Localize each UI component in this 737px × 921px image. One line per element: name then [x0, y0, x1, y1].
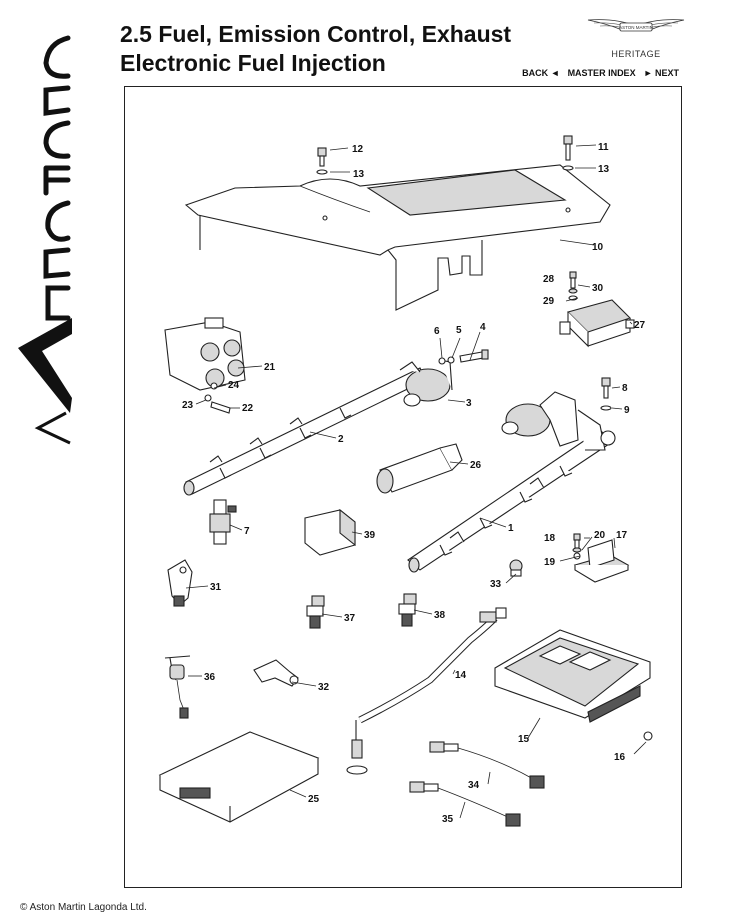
title-line-1: 2.5 Fuel, Emission Control, Exhaust [120, 21, 512, 47]
callout-13a: 13 [353, 169, 365, 180]
callout-3: 3 [466, 398, 472, 409]
callout-37: 37 [344, 613, 356, 624]
copyright-footer: © Aston Martin Lagonda Ltd. [20, 902, 147, 913]
washer-6 [438, 357, 446, 365]
callout-25: 25 [308, 794, 320, 805]
temp-sensor-37 [306, 595, 325, 629]
exploded-parts-diagram: 12 13 11 13 10 28 30 29 27 4 5 6 3 8 9 2… [158, 135, 653, 827]
callout-23: 23 [182, 400, 194, 411]
damper-bracket-right [501, 391, 616, 451]
intake-cover-plate [184, 164, 611, 311]
callout-20: 20 [594, 530, 606, 541]
bolt-8 [601, 377, 611, 399]
brand-badge-text: ASTON MARTIN [619, 25, 653, 30]
washer-23 [204, 394, 212, 402]
control-unit-25 [158, 731, 320, 823]
bolt-4 [459, 349, 489, 363]
callout-28: 28 [543, 274, 555, 285]
callout-10: 10 [592, 242, 604, 253]
navigation-bar: BACK ◄ MASTER INDEX ► NEXT [522, 68, 679, 78]
sensor-36 [164, 655, 191, 719]
callout-21: 21 [264, 362, 276, 373]
switch-33 [509, 559, 523, 577]
callout-8: 8 [622, 383, 628, 394]
cylinder-valve-26 [376, 443, 463, 494]
bolt-18 [573, 533, 581, 549]
sensor-34 [429, 741, 545, 789]
relay-39 [304, 508, 356, 556]
heritage-label: HERITAGE [611, 49, 661, 59]
callout-5: 5 [456, 325, 462, 336]
bolt-22 [210, 401, 231, 414]
callout-30: 30 [592, 283, 604, 294]
washer-30 [568, 288, 578, 294]
washer-20 [572, 547, 582, 553]
callout-12: 12 [352, 144, 364, 155]
callout-33: 33 [490, 579, 502, 590]
callout-1: 1 [508, 523, 514, 534]
sensor-31 [167, 559, 193, 607]
module-27 [559, 299, 635, 348]
callout-26: 26 [470, 460, 482, 471]
callout-7: 7 [244, 526, 250, 537]
callout-19: 19 [544, 557, 556, 568]
callout-32: 32 [318, 682, 330, 693]
pressure-regulator [399, 359, 453, 407]
callout-18: 18 [544, 533, 556, 544]
airflow-sensor-21 [164, 317, 246, 391]
next-link[interactable]: ► NEXT [643, 68, 679, 78]
callout-6: 6 [434, 326, 440, 337]
oxygen-sensor-14 [346, 607, 507, 775]
bolt-12 [316, 147, 328, 175]
callout-17: 17 [616, 530, 628, 541]
fuel-injector [209, 499, 237, 545]
callout-27: 27 [634, 320, 646, 331]
washer-9 [600, 405, 612, 411]
temp-sensor-38 [398, 593, 417, 627]
callout-11: 11 [598, 142, 609, 153]
vantage-logo [18, 35, 72, 445]
fuel-rail-left [183, 367, 427, 496]
callout-34: 34 [468, 780, 480, 791]
washer-5 [447, 356, 455, 364]
callout-labels: 12 13 11 13 10 28 30 29 27 4 5 6 3 8 9 2… [182, 142, 646, 825]
diagram-frame [124, 86, 682, 888]
callout-13b: 13 [598, 164, 610, 175]
callout-24: 24 [228, 380, 240, 391]
fuse-16 [643, 731, 653, 741]
ecu-15 [494, 629, 651, 723]
master-index-link[interactable]: MASTER INDEX [567, 68, 636, 78]
callout-14: 14 [455, 670, 467, 681]
callout-4: 4 [480, 322, 486, 333]
callout-9: 9 [624, 405, 630, 416]
bracket-17 [573, 539, 630, 583]
callout-leaders [185, 144, 647, 819]
callout-31: 31 [210, 582, 222, 593]
callout-36: 36 [204, 672, 216, 683]
aston-martin-wings-logo: ASTON MARTIN [587, 19, 685, 32]
callout-35: 35 [442, 814, 454, 825]
callout-22: 22 [242, 403, 254, 414]
callout-29: 29 [543, 296, 555, 307]
washer-24 [210, 382, 218, 390]
title-line-2: Electronic Fuel Injection [120, 50, 386, 76]
callout-15: 15 [518, 734, 530, 745]
bolt-11 [562, 135, 574, 171]
callout-38: 38 [434, 610, 446, 621]
bracket-32 [253, 659, 299, 687]
sensor-35 [409, 781, 521, 827]
bolt-28 [569, 271, 577, 289]
callout-16: 16 [614, 752, 626, 763]
callout-2: 2 [338, 434, 344, 445]
page-title: 2.5 Fuel, Emission Control, Exhaust Elec… [120, 20, 511, 78]
back-link[interactable]: BACK ◄ [522, 68, 560, 78]
callout-39: 39 [364, 530, 376, 541]
